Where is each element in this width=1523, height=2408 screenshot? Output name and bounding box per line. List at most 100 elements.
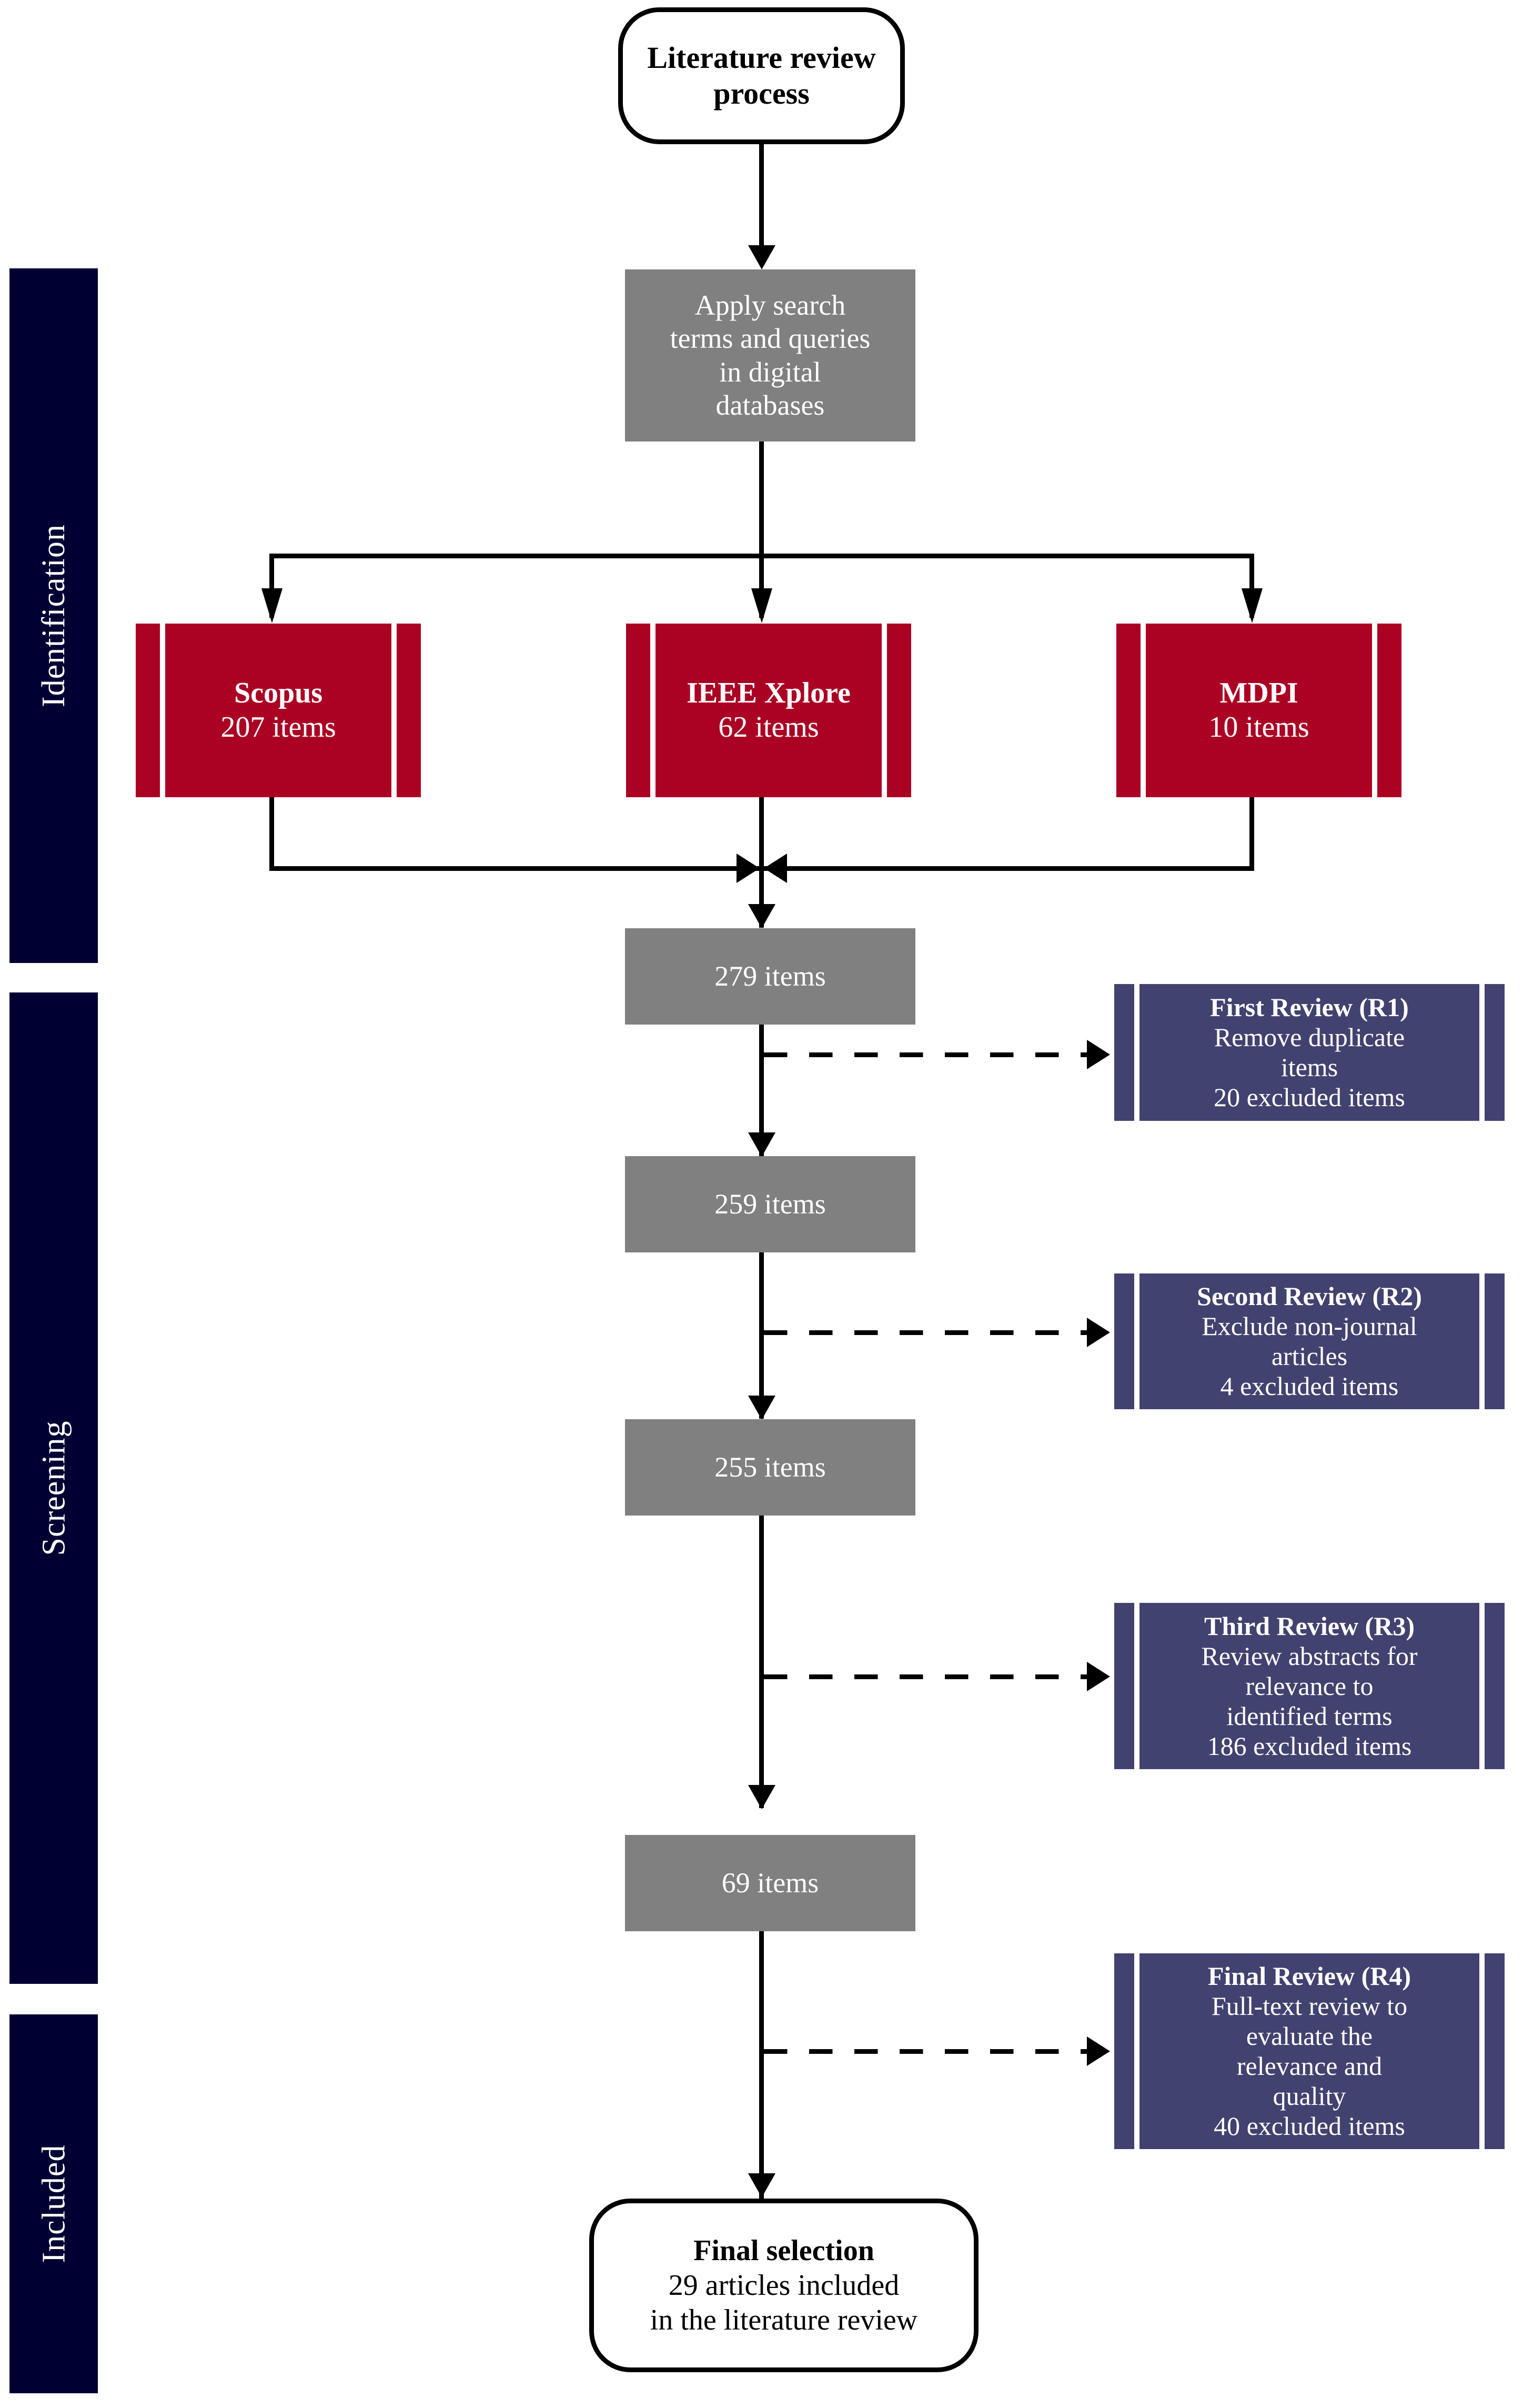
connector-merge-left-drop: [269, 797, 274, 871]
count-box-279-label: 279 items: [714, 960, 826, 992]
r4-line-2: evaluate the: [1246, 2021, 1373, 2051]
scopus-title: Scopus: [234, 677, 323, 710]
scopus-count: 207 items: [220, 711, 336, 744]
search-box-line-4: databases: [715, 389, 825, 421]
review-node-r2: Second Review (R2) Exclude non-journal a…: [1114, 1273, 1505, 1409]
end-node-line-2: 29 articles included: [668, 2269, 900, 2302]
r2-body: Second Review (R2) Exclude non-journal a…: [1139, 1273, 1479, 1409]
r1-left-bar: [1114, 984, 1134, 1121]
count-box-255-label: 255 items: [714, 1451, 826, 1483]
r1-line-2: items: [1280, 1052, 1338, 1082]
count-box-69: 69 items: [625, 1835, 915, 1931]
mdpi-body: MDPI 10 items: [1146, 624, 1372, 797]
dashed-connector-r2: [764, 1330, 1101, 1335]
review-node-r4: Final Review (R4) Full-text review to ev…: [1114, 1953, 1505, 2149]
connector-start-to-search: [759, 144, 764, 260]
arrowhead-merge-to-total: [748, 904, 775, 928]
connector-279-down: [759, 1025, 764, 1156]
r2-excluded: 4 excluded items: [1220, 1371, 1399, 1401]
scopus-right-bar: [397, 624, 421, 797]
search-process-box: Apply search terms and queries in digita…: [625, 269, 915, 442]
r3-title: Third Review (R3): [1204, 1611, 1415, 1641]
r4-title: Final Review (R4): [1207, 1961, 1411, 1991]
arrowhead-69-to-final: [748, 2173, 775, 2198]
r3-right-bar: [1485, 1603, 1505, 1769]
connector-merge-center-drop: [759, 797, 764, 928]
ieee-left-bar: [626, 624, 650, 797]
count-box-259: 259 items: [625, 1156, 915, 1252]
stage-label-included: Included: [36, 2144, 72, 2263]
end-node-line-3: in the literature review: [650, 2304, 918, 2337]
stage-label-screening: Screening: [36, 1420, 72, 1556]
r3-line-1: Review abstracts for: [1201, 1641, 1418, 1671]
connector-69-down: [759, 1931, 764, 2210]
ieee-right-bar: [887, 624, 911, 797]
r2-right-bar: [1485, 1273, 1505, 1409]
count-box-69-label: 69 items: [721, 1867, 819, 1899]
scopus-left-bar: [136, 624, 160, 797]
end-node: Final selection 29 articles included in …: [589, 2199, 979, 2372]
arrowhead-dashed-r1: [1087, 1040, 1110, 1069]
database-node-mdpi: MDPI 10 items: [1116, 624, 1401, 797]
start-node: Literature review process: [618, 7, 905, 144]
count-box-279: 279 items: [625, 928, 915, 1025]
arrowhead-to-scopus: [261, 588, 283, 623]
ieee-title: IEEE Xplore: [687, 677, 851, 710]
r4-body: Final Review (R4) Full-text review to ev…: [1139, 1953, 1479, 2149]
search-box-line-2: terms and queries: [670, 323, 871, 355]
ieee-count: 62 items: [718, 711, 819, 744]
connector-fanout-center: [759, 554, 764, 618]
r2-title: Second Review (R2): [1197, 1281, 1422, 1311]
connector-fanout-left: [269, 554, 274, 618]
connector-fanout-right: [1249, 554, 1254, 618]
arrowhead-259-to-255: [748, 1396, 775, 1420]
start-node-line-2: process: [713, 76, 810, 111]
r4-right-bar: [1485, 1953, 1505, 2149]
r1-excluded: 20 excluded items: [1214, 1082, 1405, 1112]
r3-line-2: relevance to: [1245, 1671, 1374, 1701]
arrowhead-dashed-r3: [1087, 1662, 1110, 1691]
start-node-line-1: Literature review: [647, 40, 876, 75]
r1-right-bar: [1485, 984, 1505, 1121]
review-node-r1: First Review (R1) Remove duplicate items…: [1114, 984, 1505, 1121]
count-box-255: 255 items: [625, 1419, 915, 1516]
dashed-connector-r3: [764, 1674, 1101, 1679]
r4-line-3: relevance and: [1236, 2051, 1383, 2081]
arrowhead-to-mdpi: [1242, 588, 1263, 623]
arrowhead-to-ieee: [751, 588, 772, 623]
connector-255-down: [759, 1516, 764, 1808]
r3-excluded: 186 excluded items: [1207, 1731, 1412, 1761]
database-node-scopus: Scopus 207 items: [136, 624, 421, 797]
mdpi-count: 10 items: [1208, 711, 1309, 744]
r3-line-3: identified terms: [1226, 1701, 1393, 1731]
review-node-r3: Third Review (R3) Review abstracts for r…: [1114, 1603, 1505, 1769]
ieee-body: IEEE Xplore 62 items: [655, 624, 882, 797]
stage-band-screening: Screening: [9, 992, 98, 1984]
r3-body: Third Review (R3) Review abstracts for r…: [1139, 1603, 1479, 1769]
dashed-connector-r1: [764, 1052, 1101, 1057]
stage-band-included: Included: [9, 2014, 98, 2393]
dashed-connector-r4: [764, 2049, 1101, 2054]
r4-line-1: Full-text review to: [1211, 1991, 1408, 2021]
stage-band-identification: Identification: [9, 268, 98, 963]
connector-search-down: [759, 442, 764, 558]
r2-left-bar: [1114, 1273, 1134, 1409]
r1-title: First Review (R1): [1210, 992, 1409, 1022]
connector-259-down: [759, 1252, 764, 1419]
r2-line-2: articles: [1271, 1341, 1348, 1371]
arrowhead-255-to-69: [748, 1785, 775, 1809]
count-box-259-label: 259 items: [714, 1188, 826, 1220]
arrowhead-dashed-r2: [1087, 1318, 1110, 1347]
r1-line-1: Remove duplicate: [1214, 1022, 1405, 1052]
r4-excluded: 40 excluded items: [1214, 2111, 1405, 2141]
scopus-body: Scopus 207 items: [165, 624, 391, 797]
connector-merge-right-drop: [1249, 797, 1254, 871]
mdpi-right-bar: [1377, 624, 1401, 797]
r2-line-1: Exclude non-journal: [1202, 1311, 1417, 1341]
arrowhead-279-to-259: [748, 1132, 775, 1157]
arrowhead-merge-from-left: [737, 854, 760, 883]
mdpi-left-bar: [1116, 624, 1141, 797]
arrowhead-start-to-search: [748, 245, 775, 269]
search-box-line-3: in digital: [719, 356, 821, 388]
